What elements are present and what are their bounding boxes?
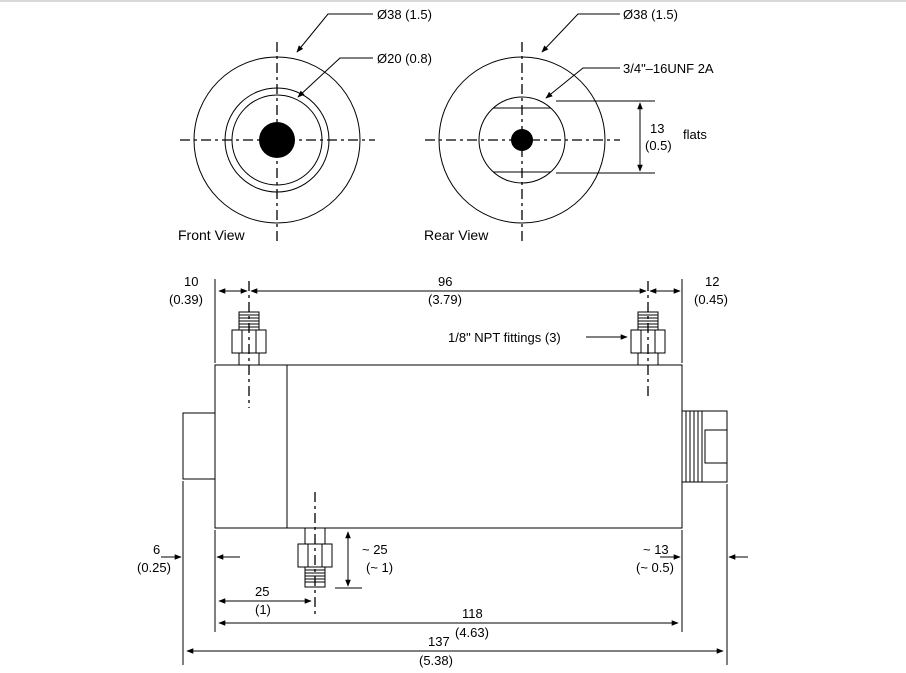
dim-left-fitting-in: (0.39) xyxy=(169,292,203,307)
right-thread-lines xyxy=(685,411,703,482)
dim-right-fitting-in: (0.45) xyxy=(694,292,728,307)
main-body xyxy=(214,364,683,529)
dim-bottom-fitting-pos-in: (1) xyxy=(255,602,271,617)
rear-thread-label: 3/4"–16UNF 2A xyxy=(623,61,714,76)
dim-right-fitting-mm: 12 xyxy=(705,274,719,289)
dim-left-fitting-mm: 10 xyxy=(184,274,198,289)
dim-overall-length-in: (5.38) xyxy=(419,653,453,668)
dim-body-length-in: (4.63) xyxy=(455,625,489,640)
dim-right-thread-in: (~ 0.5) xyxy=(636,560,674,575)
flats-in: (0.5) xyxy=(645,138,672,153)
flats-label: flats xyxy=(683,127,707,142)
dim-fitting-spacing-mm: 96 xyxy=(438,274,452,289)
front-view: Ø38 (1.5) Ø20 (0.8) Front View xyxy=(178,7,432,243)
dim-right-thread-mm: ~ 13 xyxy=(643,542,669,557)
left-end-cap xyxy=(182,412,216,480)
dim-bottom-fitting-height-in: (~ 1) xyxy=(366,560,393,575)
top-border xyxy=(0,0,906,2)
dim-left-cap-mm: 6 xyxy=(153,542,160,557)
dim-left-cap-in: (0.25) xyxy=(137,560,171,575)
dim-body-length-mm: 118 xyxy=(462,606,483,621)
dim-bottom-fitting-height-mm: ~ 25 xyxy=(362,542,388,557)
dim-fitting-spacing-in: (3.79) xyxy=(428,292,462,307)
front-inner-leader xyxy=(297,57,373,98)
fittings-note: 1/8" NPT fittings (3) xyxy=(448,330,561,345)
right-hex-flat xyxy=(704,429,728,464)
front-view-title: Front View xyxy=(178,227,246,243)
dim-bottom-fitting-pos-mm: 25 xyxy=(255,584,269,599)
side-view: 10 (0.39) 96 (3.79) 12 (0.45) 1/8" NPT f… xyxy=(137,274,748,668)
front-outer-leader xyxy=(296,13,373,53)
rear-view-title: Rear View xyxy=(424,227,489,243)
rear-thread-leader xyxy=(545,67,620,99)
front-inner-dia-label: Ø20 (0.8) xyxy=(377,51,432,66)
front-outer-dia-label: Ø38 (1.5) xyxy=(377,7,432,22)
rear-outer-dia-label: Ø38 (1.5) xyxy=(623,7,678,22)
flats-mm: 13 xyxy=(650,121,664,136)
dim-overall-length-mm: 137 xyxy=(428,634,450,649)
rear-view: 13 (0.5) flats Ø38 (1.5) 3/4"–16UNF 2A R… xyxy=(424,7,714,243)
rear-outer-leader xyxy=(541,13,620,53)
